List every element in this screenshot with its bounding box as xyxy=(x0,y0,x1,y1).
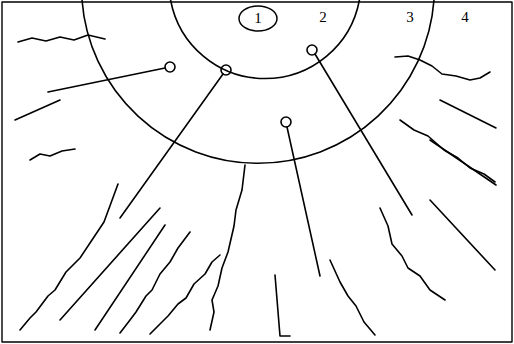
inner-zone-arc xyxy=(171,0,360,79)
zone-number: 4 xyxy=(460,10,470,25)
zone-number: 1 xyxy=(238,11,278,26)
zone-ellipse: 1 xyxy=(238,5,278,32)
cracks xyxy=(15,35,496,336)
outer-zone-arc xyxy=(82,0,434,163)
zone-number: 2 xyxy=(318,10,328,25)
zone-number: 3 xyxy=(405,10,415,25)
